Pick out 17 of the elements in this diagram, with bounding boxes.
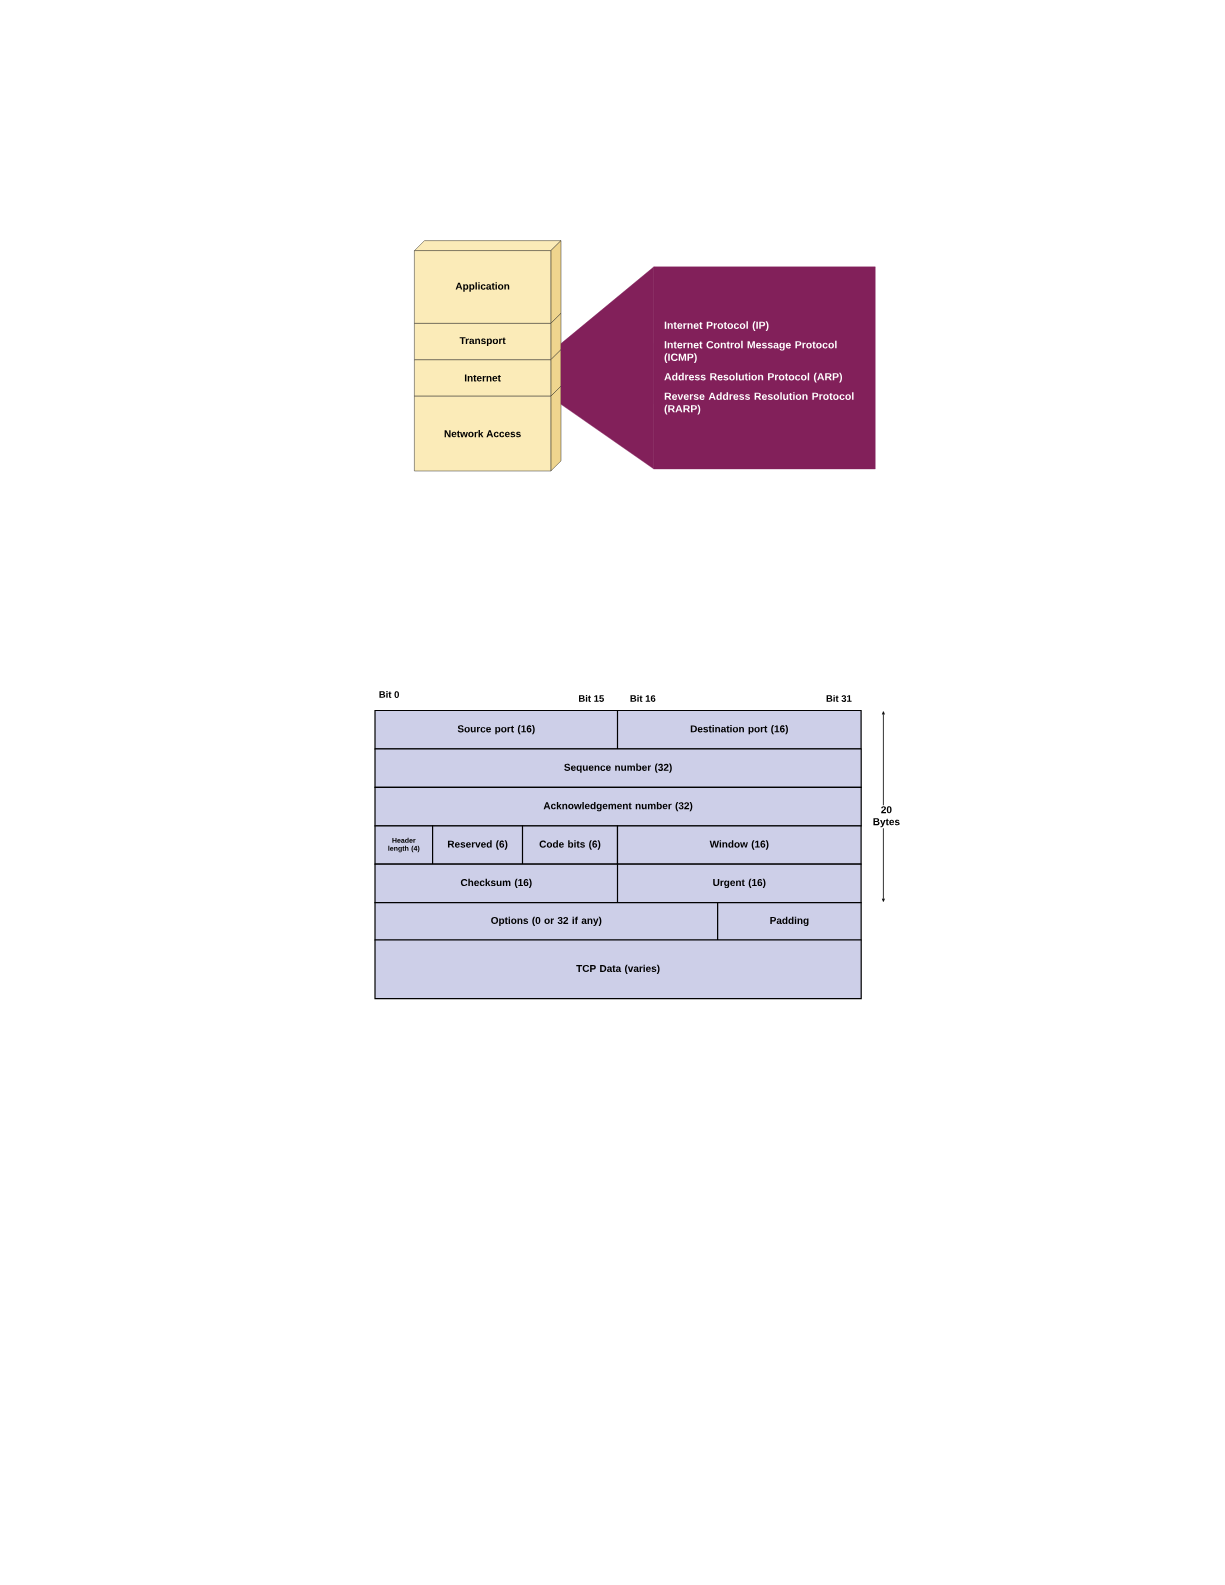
table-cell: Source port (16) (374, 709, 619, 750)
callout-wedge (560, 266, 655, 470)
layer-box: Network Access (414, 385, 562, 472)
table-cell: Destination port (16) (616, 709, 862, 750)
table-cell: Urgent (16) (616, 863, 862, 904)
dimension-label: 20 Bytes (865, 805, 908, 829)
table-cell: Sequence number (32) (374, 748, 862, 788)
table-cell: Padding (717, 902, 862, 941)
table-cell: Code bits (6) (521, 825, 619, 865)
bit-label: Bit 0 (379, 690, 399, 698)
layer-box: Transport (414, 313, 562, 360)
table-cell: Reserved (6) (432, 825, 524, 865)
bit-label: Bit 31 (826, 694, 852, 702)
bit-label: Bit 16 (630, 694, 656, 702)
layer-box: Application (414, 240, 562, 324)
layer-box: Internet (414, 349, 562, 397)
bit-label: Bit 15 (579, 694, 604, 702)
